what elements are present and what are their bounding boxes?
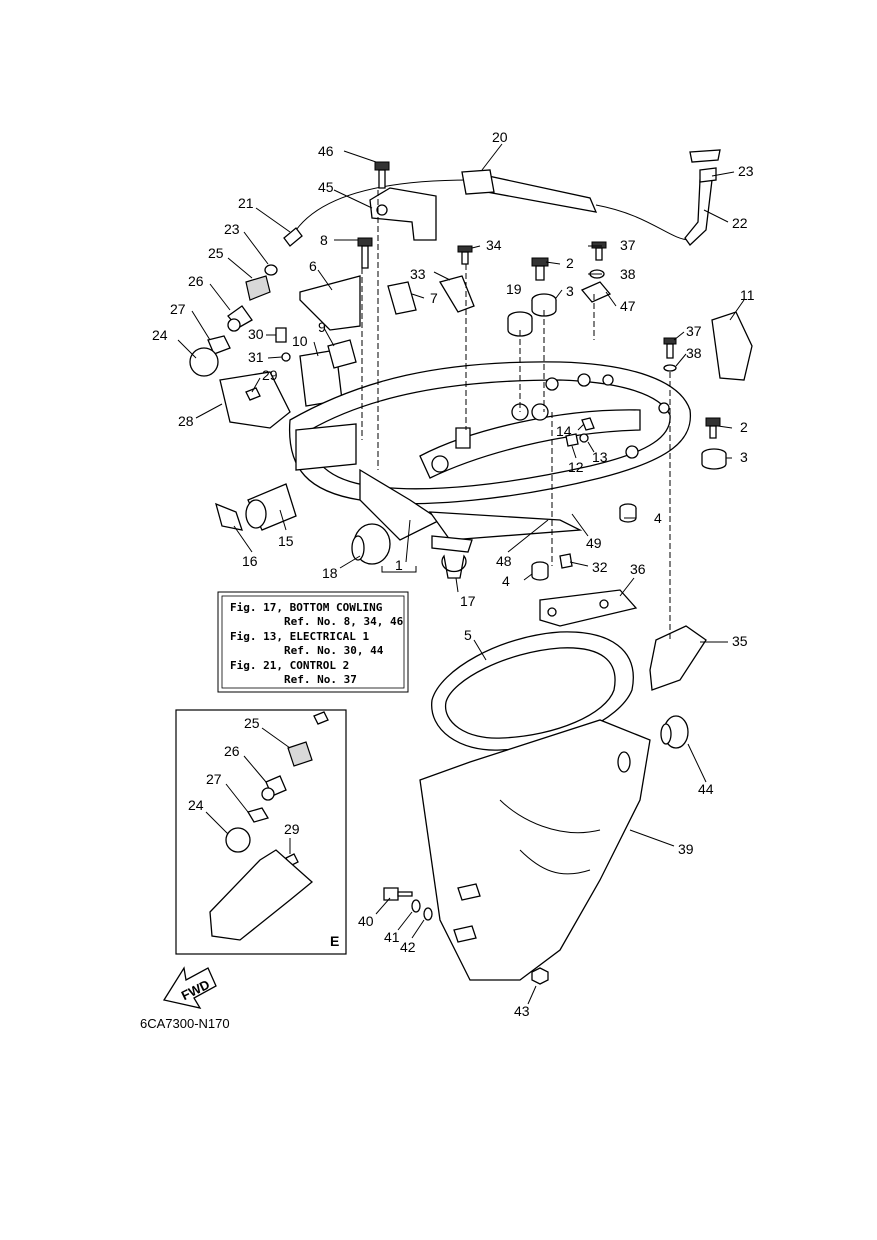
callout-35: 35 [732,633,748,649]
diagram-code: 6CA7300-N170 [140,1016,230,1031]
grommet-44 [660,715,689,749]
callout-34: 34 [486,237,502,253]
callout-27: 27 [206,771,222,787]
callout-15: 15 [278,533,294,549]
callout-14: 14 [556,423,572,439]
callout-23: 23 [224,221,240,237]
ref-line: Fig. 17, BOTTOM COWLING [230,601,383,614]
callout-45: 45 [318,179,334,195]
callout-25: 25 [208,245,224,261]
ref-line: Ref. No. 8, 34, 46 [284,615,404,628]
callout-3: 3 [566,283,574,299]
ref-line: Fig. 21, CONTROL 2 [230,659,349,672]
callout-29: 29 [284,821,300,837]
callout-6: 6 [309,258,317,274]
inset-e [175,709,347,955]
callout-36: 36 [630,561,646,577]
bracket-45 [369,161,437,241]
callout-21: 21 [238,195,254,211]
ref-line: Fig. 13, ELECTRICAL 1 [230,630,369,643]
callout-49: 49 [586,535,602,551]
callout-46: 46 [318,143,334,159]
inset-label: E [330,933,339,949]
callout-32: 32 [592,559,608,575]
callout-23: 23 [738,163,754,179]
callout-20: 20 [492,129,508,145]
callout-26: 26 [224,743,240,759]
callout-33: 33 [410,266,426,282]
callout-30: 30 [248,326,264,342]
callout-43: 43 [514,1003,530,1019]
callout-5: 5 [464,627,472,643]
callout-26: 26 [188,273,204,289]
plates [539,589,707,691]
callout-18: 18 [322,565,338,581]
callout-25: 25 [244,715,260,731]
callout-29: 29 [262,367,278,383]
callout-37: 37 [620,237,636,253]
callout-10: 10 [292,333,308,349]
callout-38: 38 [686,345,702,361]
callout-16: 16 [242,553,258,569]
leader-lines [177,143,745,1005]
callout-2: 2 [566,255,574,271]
fwd-arrow: FWD [162,966,217,1009]
seal-5 [431,631,634,751]
lower-left-parts [215,483,473,579]
callout-2: 2 [740,419,748,435]
callout-40: 40 [358,913,374,929]
bottom-fasteners [383,887,549,985]
callout-3: 3 [740,449,748,465]
callout-47: 47 [620,298,636,314]
callout-37: 37 [686,323,702,339]
callout-31: 31 [248,349,264,365]
bracket-1 [381,566,417,573]
left-components [189,227,373,429]
callout-39: 39 [678,841,694,857]
callout-8: 8 [320,232,328,248]
callout-41: 41 [384,929,400,945]
callout-48: 48 [496,553,512,569]
callout-42: 42 [400,939,416,955]
reference-box: Fig. 17, BOTTOM COWLING Ref. No. 8, 34, … [217,591,409,693]
callout-24: 24 [152,327,168,343]
ref-line: Ref. No. 30, 44 [284,644,384,657]
callouts: 1 2 2 3 3 3 4 4 5 6 7 8 9 10 11 12 13 14… [152,129,755,1019]
callout-4: 4 [654,510,662,526]
callout-7: 7 [430,290,438,306]
apron-39 [419,719,651,981]
callout-1: 1 [395,557,403,573]
callout-24: 24 [188,797,204,813]
cable-assembly [289,149,721,246]
callout-17: 17 [460,593,476,609]
callout-27: 27 [170,301,186,317]
callout-38: 38 [620,266,636,282]
callout-19: 19 [506,281,522,297]
callout-28: 28 [178,413,194,429]
callout-9: 9 [318,319,326,335]
callout-22: 22 [732,215,748,231]
callout-44: 44 [698,781,714,797]
callout-4: 4 [502,573,510,589]
callout-11: 11 [740,287,755,303]
callout-13: 13 [592,449,608,465]
ref-line: Ref. No. 37 [284,673,357,686]
callout-12: 12 [568,459,584,475]
